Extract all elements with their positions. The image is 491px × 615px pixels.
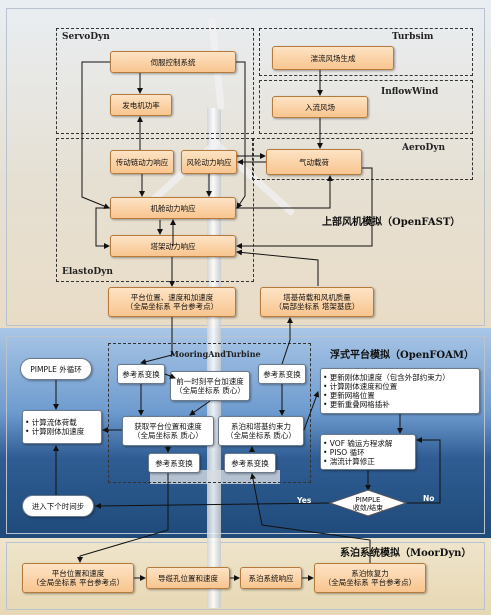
inflowwind-label: InflowWind [381,87,439,97]
rigid-body-update-box: • 更新刚体加速度（包含外部约束力） • 计算刚体速度和位置 • 更新网格位置 … [320,368,480,414]
openfast-title: 上部风机模拟（OpenFAST） [322,217,461,228]
get-platform-state-box: 获取平台位置和速度 （全局坐标系 质心） [122,416,214,446]
mooring-restoring-force-box: 系泊恢复力 （全局坐标系 平台参考点） [314,563,426,593]
moordyn-frame [6,542,485,610]
ref-transform-box-3: 参考系变换 [148,453,200,473]
turbsim-group [259,28,473,76]
inflowwind-group [259,80,473,134]
fairlead-state-box: 导缆孔位置和速度 [146,567,230,589]
arrow [95,502,331,509]
arrow [81,61,110,209]
mooringandturbine-label: MooringAndTurbine [170,349,261,359]
no-label: No [423,494,435,503]
aerodyn-group [252,138,473,180]
platform-state-output-box: 平台位置、速度和加速度 （全局坐标系 平台参考点） [108,287,236,317]
arrow [77,473,169,563]
vof-piso-box: • VOF 输运方程求解 • PISO 循环 • 湍流计算修正 [320,434,416,470]
generator-power-box: 发电机功率 [110,94,172,116]
moordyn-title: 系泊系统模拟（MoorDyn） [340,548,472,559]
mooring-response-box: 系泊系统响应 [240,567,302,589]
arrow [189,400,211,416]
servodyn-label: ServoDyn [62,32,110,42]
arrow [95,207,110,249]
next-time-step-box: 进入下个时间步 [22,495,94,517]
openfoam-frame [6,336,485,534]
arrow [164,373,176,379]
convergence-decision-label: PIMPLE 收敛/结束 [352,495,384,512]
inflow-box: 入流风场 [272,96,368,118]
servo-control-box: 伺服控制系统 [110,51,236,73]
turbulence-gen-box: 湍流风场生成 [272,46,394,70]
tower-load-output-box: 塔基荷载和风机质量 （局部坐标系 塔架基底） [260,287,374,317]
nacelle-box: 机舱动力响应 [110,197,236,219]
drivetrain-box: 传动链动力响应 [110,150,174,174]
yes-label: Yes [297,496,312,505]
rotor-box: 风轮动力响应 [181,150,237,174]
aerodyn-label: AeroDyn [402,143,446,153]
openfast-frame [6,8,485,326]
arrow [303,391,320,431]
openfoam-title: 浮式平台模拟（OpenFOAM） [330,350,474,361]
mooring-tower-constraint-box: 系泊和塔基约束力 （全局坐标系 质心） [218,416,304,446]
moordyn-platform-state-box: 平台位置和速度 （全局坐标系 平台参考点） [22,563,134,593]
arrow [281,317,293,365]
arrow [140,317,173,365]
arrow [406,437,441,504]
elastodyn-group [56,138,254,282]
previous-acceleration-box: 前一时刻平台加速度 （全局坐标系 质心） [170,371,250,401]
servodyn-group [56,28,254,134]
arrow [236,167,373,249]
aero-load-box: 气动载荷 [266,149,362,175]
compute-loads-box: • 计算流体荷载 • 计算刚体加速度 [22,410,102,444]
arrow [250,473,371,563]
ref-transform-box-2: 参考系变换 [258,364,306,384]
elastodyn-label: ElastoDyn [62,267,113,277]
ref-transform-box-4: 参考系变换 [224,453,276,473]
turbsim-label: Turbsim [392,32,434,42]
pimple-outer-loop-box: PIMPLE 外循环 [20,358,92,380]
convergence-decision-diamond [328,489,408,517]
arrow [236,175,333,209]
arrow [236,61,246,209]
floating-platform-image [150,470,280,484]
arrow [236,249,319,286]
